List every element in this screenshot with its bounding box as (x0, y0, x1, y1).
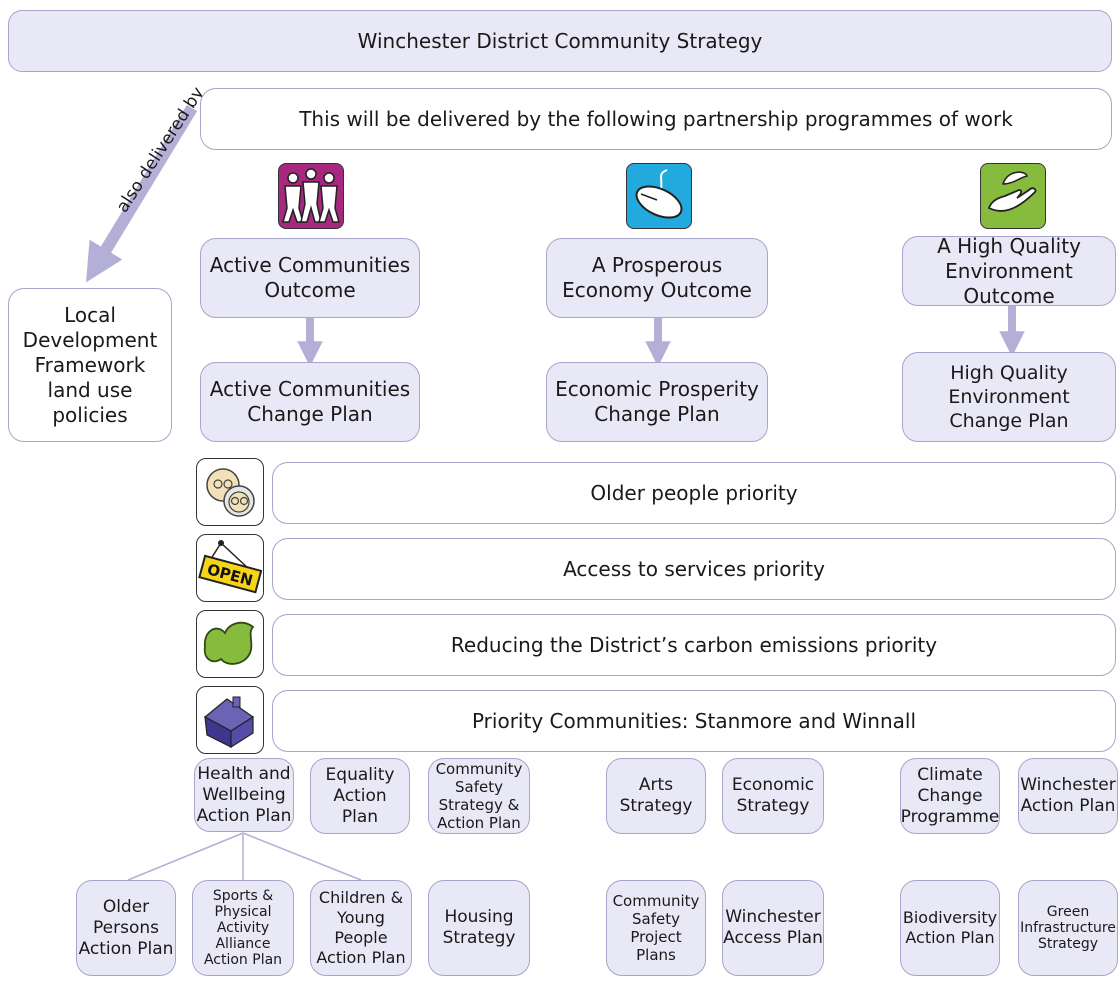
plan-economic-strategy: Economic Strategy (722, 758, 824, 834)
outcome-active-communities: Active Communities Outcome (200, 238, 420, 318)
priority-carbon-emissions: Reducing the District’s carbon emissions… (272, 614, 1116, 676)
change-plan-active-communities: Active Communities Change Plan (200, 362, 420, 442)
strategy-title: Winchester District Community Strategy (8, 10, 1112, 72)
priority-label: Older people priority (590, 480, 798, 505)
priority-label: Reducing the District’s carbon emissions… (450, 632, 938, 657)
health-plan-branch-lines (127, 832, 362, 881)
plan-equality: Equality Action Plan (310, 758, 410, 834)
plan-climate-change: Climate Change Programme (900, 758, 1000, 834)
plan-sports-physical-activity: Sports & Physical Activity Alliance Acti… (192, 880, 294, 976)
plan-label: Housing Strategy (442, 907, 516, 948)
plan-label: Sports & Physical Activity Alliance Acti… (203, 888, 283, 968)
green-leaf-icon (196, 610, 264, 678)
delivery-banner: This will be delivered by the following … (200, 88, 1112, 150)
priority-older-people: Older people priority (272, 462, 1116, 524)
computer-mouse-icon (626, 163, 692, 229)
plan-winchester-access: Winchester Access Plan (722, 880, 824, 976)
outcome-label: A Prosperous Economy Outcome (562, 253, 752, 302)
delivery-banner-text: This will be delivered by the following … (299, 106, 1013, 131)
plan-health-wellbeing: Health and Wellbeing Action Plan (194, 758, 294, 832)
outcome-label: A High Quality Environment Outcome (937, 233, 1081, 308)
change-plan-label: Active Communities Change Plan (209, 377, 411, 426)
priority-access-to-services: Access to services priority (272, 538, 1116, 600)
strategy-title-text: Winchester District Community Strategy (357, 28, 763, 53)
priority-communities: Priority Communities: Stanmore and Winna… (272, 690, 1116, 752)
ldf-box: Local Development Framework land use pol… (8, 288, 172, 442)
change-plan-label: High Quality Environment Change Plan (948, 362, 1070, 432)
priority-label: Access to services priority (563, 556, 825, 581)
plan-label: Older Persons Action Plan (78, 896, 174, 959)
plan-housing-strategy: Housing Strategy (428, 880, 530, 976)
plan-biodiversity: Biodiversity Action Plan (900, 880, 1000, 976)
plan-label: Community Safety Strategy & Action Plan (435, 760, 523, 832)
plan-label: Health and Wellbeing Action Plan (196, 763, 292, 826)
plan-label: Green Infrastructure Strategy (1020, 904, 1116, 952)
plan-label: Winchester Access Plan (723, 907, 823, 948)
plan-label: Arts Strategy (619, 775, 693, 816)
plan-children-young-people: Children & Young People Action Plan (310, 880, 412, 976)
older-people-icon (196, 458, 264, 526)
house-icon (196, 686, 264, 754)
outcome-high-quality-environment: A High Quality Environment Outcome (902, 233, 1116, 308)
change-plan-high-quality-environment: High Quality Environment Change Plan (902, 352, 1116, 442)
plan-label: Equality Action Plan (325, 764, 395, 827)
plan-label: Economic Strategy (731, 775, 815, 816)
plan-arts-strategy: Arts Strategy (606, 758, 706, 834)
plan-older-persons: Older Persons Action Plan (76, 880, 176, 976)
plan-community-safety-project: Community Safety Project Plans (606, 880, 706, 976)
plan-label: Winchester Action Plan (1020, 775, 1116, 816)
plan-label: Climate Change Programme (900, 764, 1000, 827)
priority-label: Priority Communities: Stanmore and Winna… (471, 708, 917, 733)
also-delivered-arrow (86, 104, 198, 283)
change-plan-label: Economic Prosperity Change Plan (555, 377, 759, 426)
leaf-in-hand-icon (980, 163, 1046, 229)
plan-green-infrastructure: Green Infrastructure Strategy (1018, 880, 1118, 976)
outcome-prosperous-economy: A Prosperous Economy Outcome (546, 238, 768, 318)
plan-winchester-action: Winchester Action Plan (1018, 758, 1118, 834)
change-plan-economic-prosperity: Economic Prosperity Change Plan (546, 362, 768, 442)
plan-label: Children & Young People Action Plan (316, 888, 406, 967)
active-communities-icon (278, 163, 344, 229)
plan-label: Community Safety Project Plans (612, 892, 700, 964)
ldf-text: Local Development Framework land use pol… (22, 302, 158, 427)
plan-label: Biodiversity Action Plan (902, 908, 998, 947)
open-sign-icon: OPEN (196, 534, 264, 602)
plan-community-safety-strategy: Community Safety Strategy & Action Plan (428, 758, 530, 834)
outcome-label: Active Communities Outcome (209, 253, 411, 302)
